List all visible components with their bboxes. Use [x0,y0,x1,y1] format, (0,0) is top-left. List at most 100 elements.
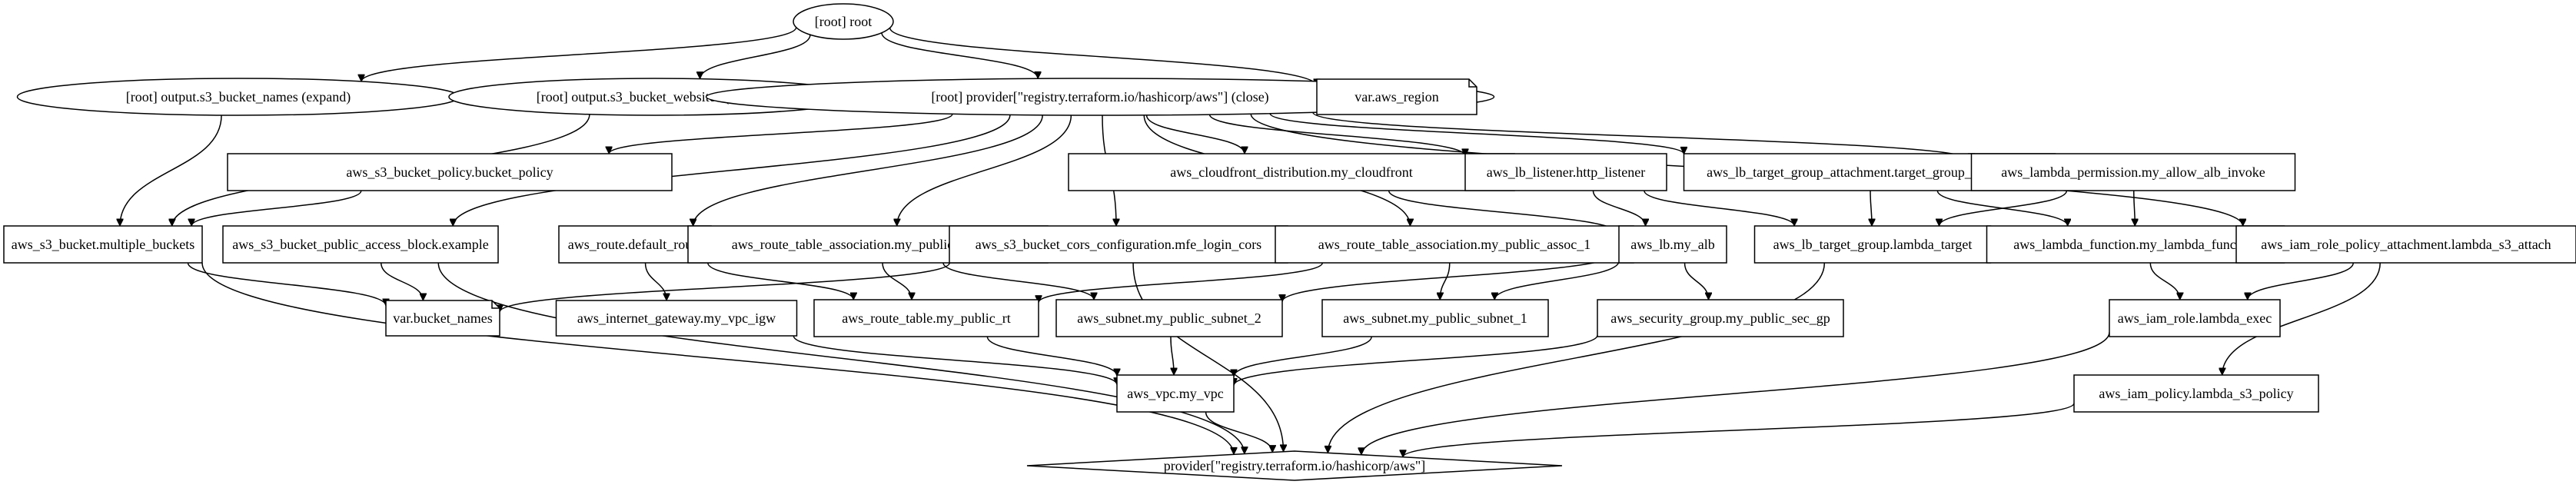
edge-cors-to-var_names [500,262,950,312]
edge-tg_attach-to-tg [1870,190,1872,226]
edge-pab-to-provider [437,262,1245,454]
node-shape [1026,450,1563,481]
node-label: aws_subnet.my_public_subnet_1 [1343,310,1527,326]
edge-rta2-to-subnet2 [942,262,1094,300]
node-shape [1316,78,1477,115]
node-label: [root] root [815,14,872,29]
node-label: aws_route.default_route [568,237,702,252]
node-label: provider["registry.terraform.io/hashicor… [1164,458,1425,473]
node-lambda_perm: aws_lambda_permission.my_allow_alb_invok… [1970,153,2296,191]
node-root: [root] root [793,3,894,40]
node-shape [558,225,712,264]
node-cloudfront: aws_cloudfront_distribution.my_cloudfron… [1068,153,1515,191]
node-subnet1: aws_subnet.my_public_subnet_1 [1321,299,1549,337]
node-label: aws_cloudfront_distribution.my_cloudfron… [1170,164,1412,180]
node-label: [root] provider["registry.terraform.io/h… [931,89,1268,105]
edge-root-to-var_region [889,27,1317,86]
node-shape [555,300,798,337]
node-shape [1986,225,2285,264]
node-bucket_policy: aws_s3_bucket_policy.bucket_policy [227,153,673,191]
edge-igw-to-vpc [793,335,1117,385]
node-role: aws_iam_role.lambda_exec [2109,299,2281,337]
node-shape [949,225,1288,264]
edge-route-to-igw [644,262,667,300]
node-vpc: aws_vpc.my_vpc [1116,374,1235,413]
node-sg: aws_security_group.my_public_sec_gp [1597,299,1844,337]
edge-prov_close-to-rta2 [897,115,1072,226]
node-out_names: [root] output.s3_bucket_names (expand) [16,78,460,116]
edge-bucket-to-provider [201,262,1234,454]
node-label: [root] output.s3_bucket_names (expand) [126,89,351,105]
node-shape [2109,299,2281,337]
edge-subnet2-to-vpc [1170,336,1174,375]
node-shape [3,225,203,264]
node-iam_policy: aws_iam_policy.lambda_s3_policy [2073,374,2319,413]
node-igw: aws_internet_gateway.my_vpc_igw [555,300,798,337]
node-shape [793,3,894,40]
edge-alb-to-subnet1 [1494,261,1620,300]
edge-subnet1-to-vpc [1234,336,1372,377]
node-label: var.aws_region [1354,89,1438,105]
node-label: aws_s3_bucket_policy.bucket_policy [346,164,553,180]
edge-prov_close-to-pab [453,115,1011,226]
node-label: aws_lambda_function.my_lambda_function [2013,237,2257,252]
node-label: aws_s3_bucket_cors_configuration.mfe_log… [976,237,1261,252]
node-shape [1068,153,1515,191]
node-label: aws_route_table_association.my_public_as… [1318,237,1590,252]
edge-bucket-to-var_names [187,262,387,306]
edge-listener-to-tg [1644,190,1794,226]
node-label: aws_security_group.my_public_sec_gp [1610,310,1830,326]
node-layer: [root] root [root] output.s3_bucket_names… [3,3,2576,481]
node-tg: aws_lb_target_group.lambda_target [1753,225,1992,264]
node-prov_close: [root] provider["registry.terraform.io/h… [705,78,1495,116]
edge-lambda_fn-to-role [2149,262,2180,300]
node-shape [1321,299,1549,337]
edge-rta2-to-rt [882,262,912,300]
node-shape [1055,299,1283,337]
node-shape [1275,225,1634,264]
edge-rt-to-vpc [986,336,1117,376]
node-listener: aws_lb_listener.http_listener [1464,153,1667,191]
node-label: aws_route_table_association.my_public_as… [732,237,1004,252]
node-label: aws_iam_role_policy_attachment.lambda_s3… [2261,237,2551,252]
edge-role-to-provider [1361,332,2110,455]
edge-prov_close-to-lambda_perm [1312,111,1972,160]
edge-tg-to-provider [1328,262,1826,453]
node-label: aws_route_table.my_public_rt [842,310,1010,326]
node-label: aws_internet_gateway.my_vpc_igw [577,310,776,326]
node-pab: aws_s3_bucket_public_access_block.exampl… [222,225,499,264]
edge-rta1-to-rt [1039,262,1323,303]
node-label: aws_lambda_permission.my_allow_alb_invok… [2001,164,2265,180]
edge-vpc-to-provider [1205,411,1273,453]
node-var_names: var.bucket_names [385,300,500,337]
edge-route-to-rt [707,262,854,300]
edge-root-to-prov_close [881,32,1038,79]
node-cors: aws_s3_bucket_cors_configuration.mfe_log… [949,225,1288,264]
node-label: var.bucket_names [393,310,492,326]
edge-out_names-to-bucket [120,115,222,226]
node-shape [1464,153,1667,191]
edge-prov_close-to-bucket_policy [609,113,953,154]
edge-rpa-to-role [2248,262,2354,300]
node-bucket: aws_s3_bucket.multiple_buckets [3,225,203,264]
node-shape [2073,374,2319,413]
edge-bucket_policy-to-bucket [191,190,362,226]
node-label: aws_lb_target_group.lambda_target [1773,237,1973,252]
edge-cors-to-provider [1132,262,1283,452]
node-shape [813,299,1039,337]
node-label: aws_s3_bucket.multiple_buckets [12,237,194,252]
edge-lambda_perm-to-lambda_fn [2134,190,2135,226]
node-shape [227,153,673,191]
edge-layer [120,27,2381,457]
node-provider: provider["registry.terraform.io/hashicor… [1026,450,1563,481]
edge-iam_policy-to-provider [1403,403,2075,457]
node-var_region: var.aws_region [1316,78,1477,115]
edge-root-to-out_names [361,27,797,81]
node-lambda_fn: aws_lambda_function.my_lambda_function [1986,225,2285,264]
edge-root-to-out_websites [700,35,811,78]
node-shape [1618,225,1727,264]
node-shape [385,300,500,337]
node-shape [1970,153,2296,191]
node-shape [1597,299,1844,337]
